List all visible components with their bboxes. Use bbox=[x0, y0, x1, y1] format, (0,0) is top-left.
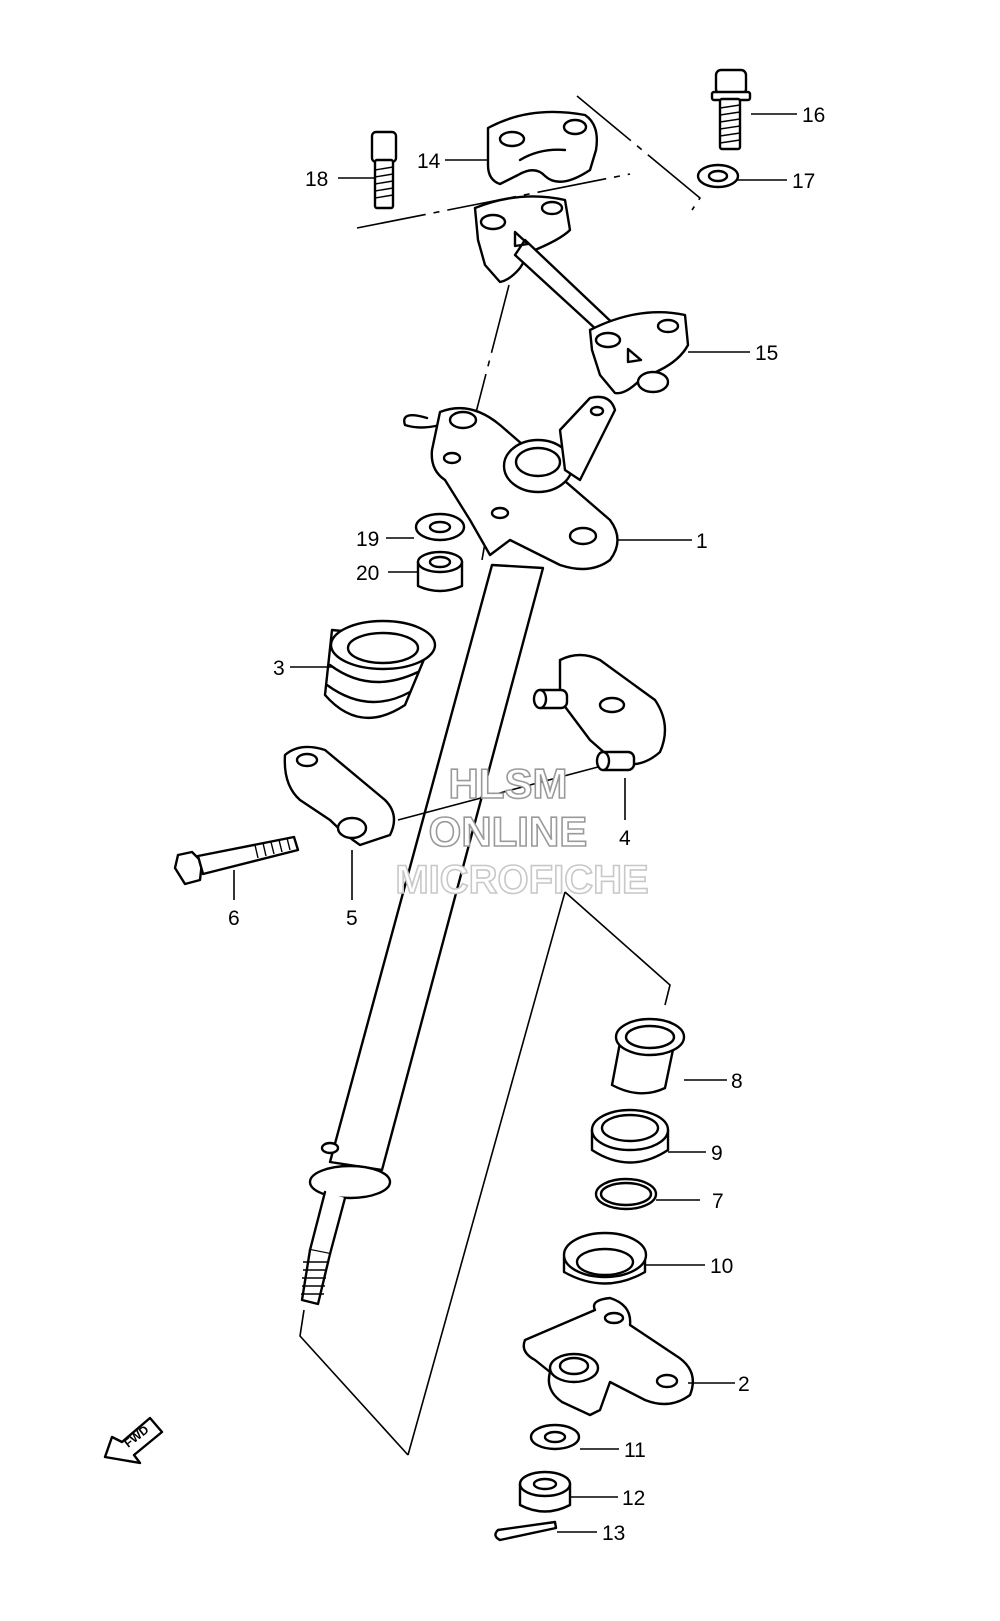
part-6-bolt[interactable] bbox=[173, 835, 300, 886]
callout-4: 4 bbox=[619, 827, 631, 850]
callout-20: 20 bbox=[356, 562, 379, 585]
part-14-upper-clamp[interactable] bbox=[486, 110, 599, 186]
callout-11: 11 bbox=[624, 1439, 646, 1462]
callout-16: 16 bbox=[802, 104, 825, 127]
watermark: HLSM ONLINE MICROFICHE bbox=[395, 759, 650, 903]
part-3-bush[interactable] bbox=[323, 619, 437, 719]
part-1-steering-bracket[interactable] bbox=[403, 395, 619, 571]
fwd-arrow-icon: FWD bbox=[103, 1416, 164, 1465]
callout-10: 10 bbox=[710, 1255, 733, 1278]
part-17-lock-washer[interactable] bbox=[696, 163, 740, 189]
part-12-castle-nut[interactable] bbox=[518, 1470, 572, 1513]
part-16-bolt[interactable] bbox=[710, 68, 752, 151]
callout-9: 9 bbox=[711, 1142, 723, 1165]
callout-8: 8 bbox=[731, 1070, 743, 1093]
part-10-bushing[interactable] bbox=[562, 1231, 648, 1285]
part-15-handlebar-holder[interactable] bbox=[473, 195, 690, 395]
callout-1: 1 bbox=[696, 530, 708, 553]
callout-2: 2 bbox=[738, 1373, 750, 1396]
steering-shaft bbox=[300, 563, 545, 1306]
part-11-washer[interactable] bbox=[529, 1423, 581, 1451]
callout-17: 17 bbox=[792, 170, 815, 193]
callout-labels: 1 2 3 4 5 6 7 8 9 10 11 12 13 14 15 16 1… bbox=[228, 104, 825, 1545]
callout-6: 6 bbox=[228, 907, 240, 930]
watermark-line-3: MICROFICHE bbox=[395, 858, 648, 902]
callout-15: 15 bbox=[755, 342, 778, 365]
callout-7: 7 bbox=[712, 1190, 724, 1213]
part-20-nut[interactable] bbox=[416, 550, 464, 593]
part-13-cotter-pin[interactable] bbox=[494, 1520, 558, 1542]
part-18-bolt[interactable] bbox=[370, 130, 398, 210]
callout-14: 14 bbox=[417, 150, 441, 173]
part-8-bushing[interactable] bbox=[610, 1017, 686, 1095]
callout-13: 13 bbox=[602, 1522, 625, 1545]
part-5-holder[interactable] bbox=[283, 745, 396, 847]
callout-18: 18 bbox=[305, 168, 328, 191]
part-2-steering-arm[interactable] bbox=[522, 1296, 695, 1417]
callout-12: 12 bbox=[622, 1487, 645, 1510]
callout-5: 5 bbox=[346, 907, 358, 930]
part-7-o-ring[interactable] bbox=[594, 1177, 658, 1211]
watermark-line-2: ONLINE bbox=[429, 808, 588, 855]
callout-19: 19 bbox=[356, 528, 379, 551]
part-19-washer[interactable] bbox=[414, 512, 466, 542]
part-4-holder[interactable] bbox=[532, 653, 667, 772]
callout-leaders bbox=[233, 113, 797, 1533]
watermark-line-1: HLSM bbox=[449, 760, 568, 807]
part-9-seal[interactable] bbox=[590, 1108, 670, 1164]
callout-3: 3 bbox=[273, 657, 285, 680]
